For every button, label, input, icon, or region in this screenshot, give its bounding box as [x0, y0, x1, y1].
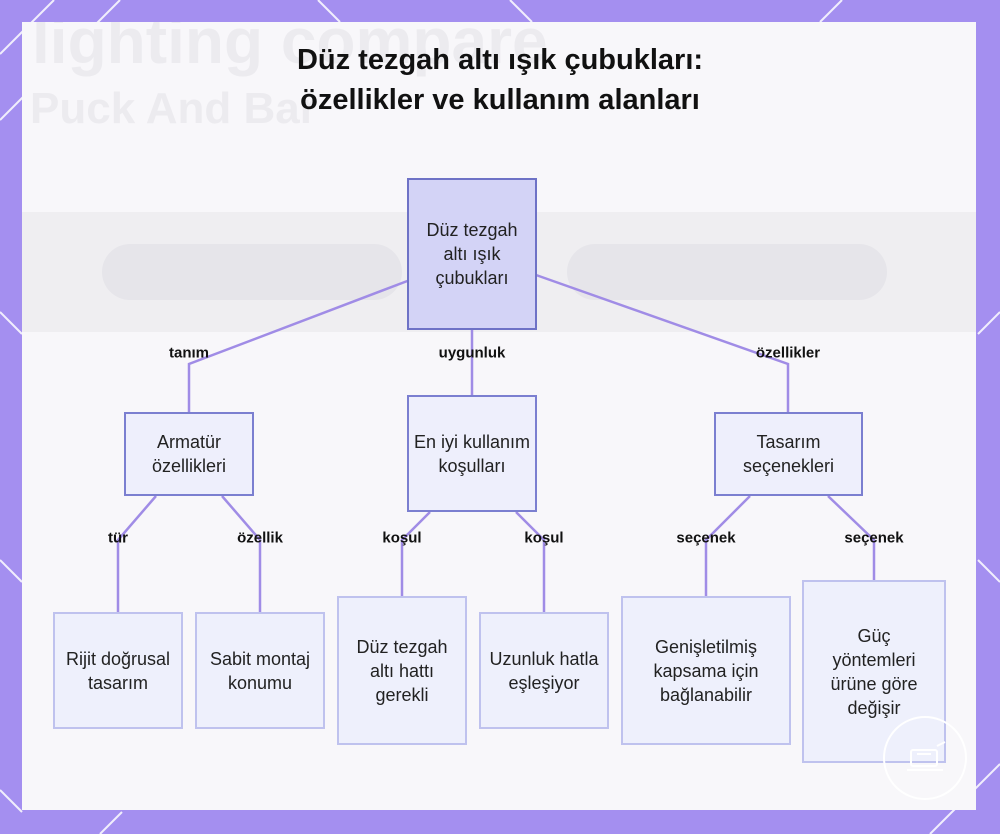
edge-label-secenek-2: seçenek — [844, 530, 903, 547]
node-root: Düz tezgah altı ışık çubukları — [407, 178, 537, 330]
node-uzunluk-label: Uzunluk hatla eşleşiyor — [485, 647, 603, 695]
node-kosullar: En iyi kullanım koşulları — [407, 395, 537, 512]
node-kosullar-label: En iyi kullanım koşulları — [413, 430, 531, 478]
node-armatur: Armatür özellikleri — [124, 412, 254, 496]
node-duz: Düz tezgah altı hattı gerekli — [337, 596, 467, 745]
node-sabit: Sabit montaj konumu — [195, 612, 325, 729]
node-tasarim-label: Tasarım seçenekleri — [720, 430, 857, 478]
light-bar-logo-icon — [883, 716, 967, 800]
node-rijit: Rijit doğrusal tasarım — [53, 612, 183, 729]
edge-label-kosul-2: koşul — [524, 530, 563, 547]
edge-armatur-sabit — [222, 496, 260, 612]
node-sabit-label: Sabit montaj konumu — [201, 647, 319, 695]
edge-root-tasarim — [536, 275, 788, 412]
edge-kosullar-uzunluk — [516, 512, 544, 612]
edge-label-ozellikler: özellikler — [756, 345, 820, 362]
edge-label-secenek-1: seçenek — [676, 530, 735, 547]
edge-armatur-rijit — [118, 496, 156, 612]
node-genis: Genişletilmiş kapsama için bağlanabilir — [621, 596, 791, 745]
edge-label-ozellik: özellik — [237, 530, 283, 547]
node-duz-label: Düz tezgah altı hattı gerekli — [343, 635, 461, 707]
node-uzunluk: Uzunluk hatla eşleşiyor — [479, 612, 609, 729]
edge-label-tur: tür — [108, 530, 128, 547]
node-root-label: Düz tezgah altı ışık çubukları — [413, 218, 531, 290]
edge-label-tanim: tanım — [169, 345, 209, 362]
node-armatur-label: Armatür özellikleri — [130, 430, 248, 478]
edge-root-armatur — [189, 280, 410, 412]
node-rijit-label: Rijit doğrusal tasarım — [59, 647, 177, 695]
node-genis-label: Genişletilmiş kapsama için bağlanabilir — [627, 635, 785, 707]
edge-label-kosul-1: koşul — [382, 530, 421, 547]
node-guc-label: Güç yöntemleri ürüne göre değişir — [824, 624, 924, 720]
edge-label-uygunluk: uygunluk — [439, 345, 506, 362]
edge-kosullar-duz — [402, 512, 430, 596]
node-tasarim: Tasarım seçenekleri — [714, 412, 863, 496]
